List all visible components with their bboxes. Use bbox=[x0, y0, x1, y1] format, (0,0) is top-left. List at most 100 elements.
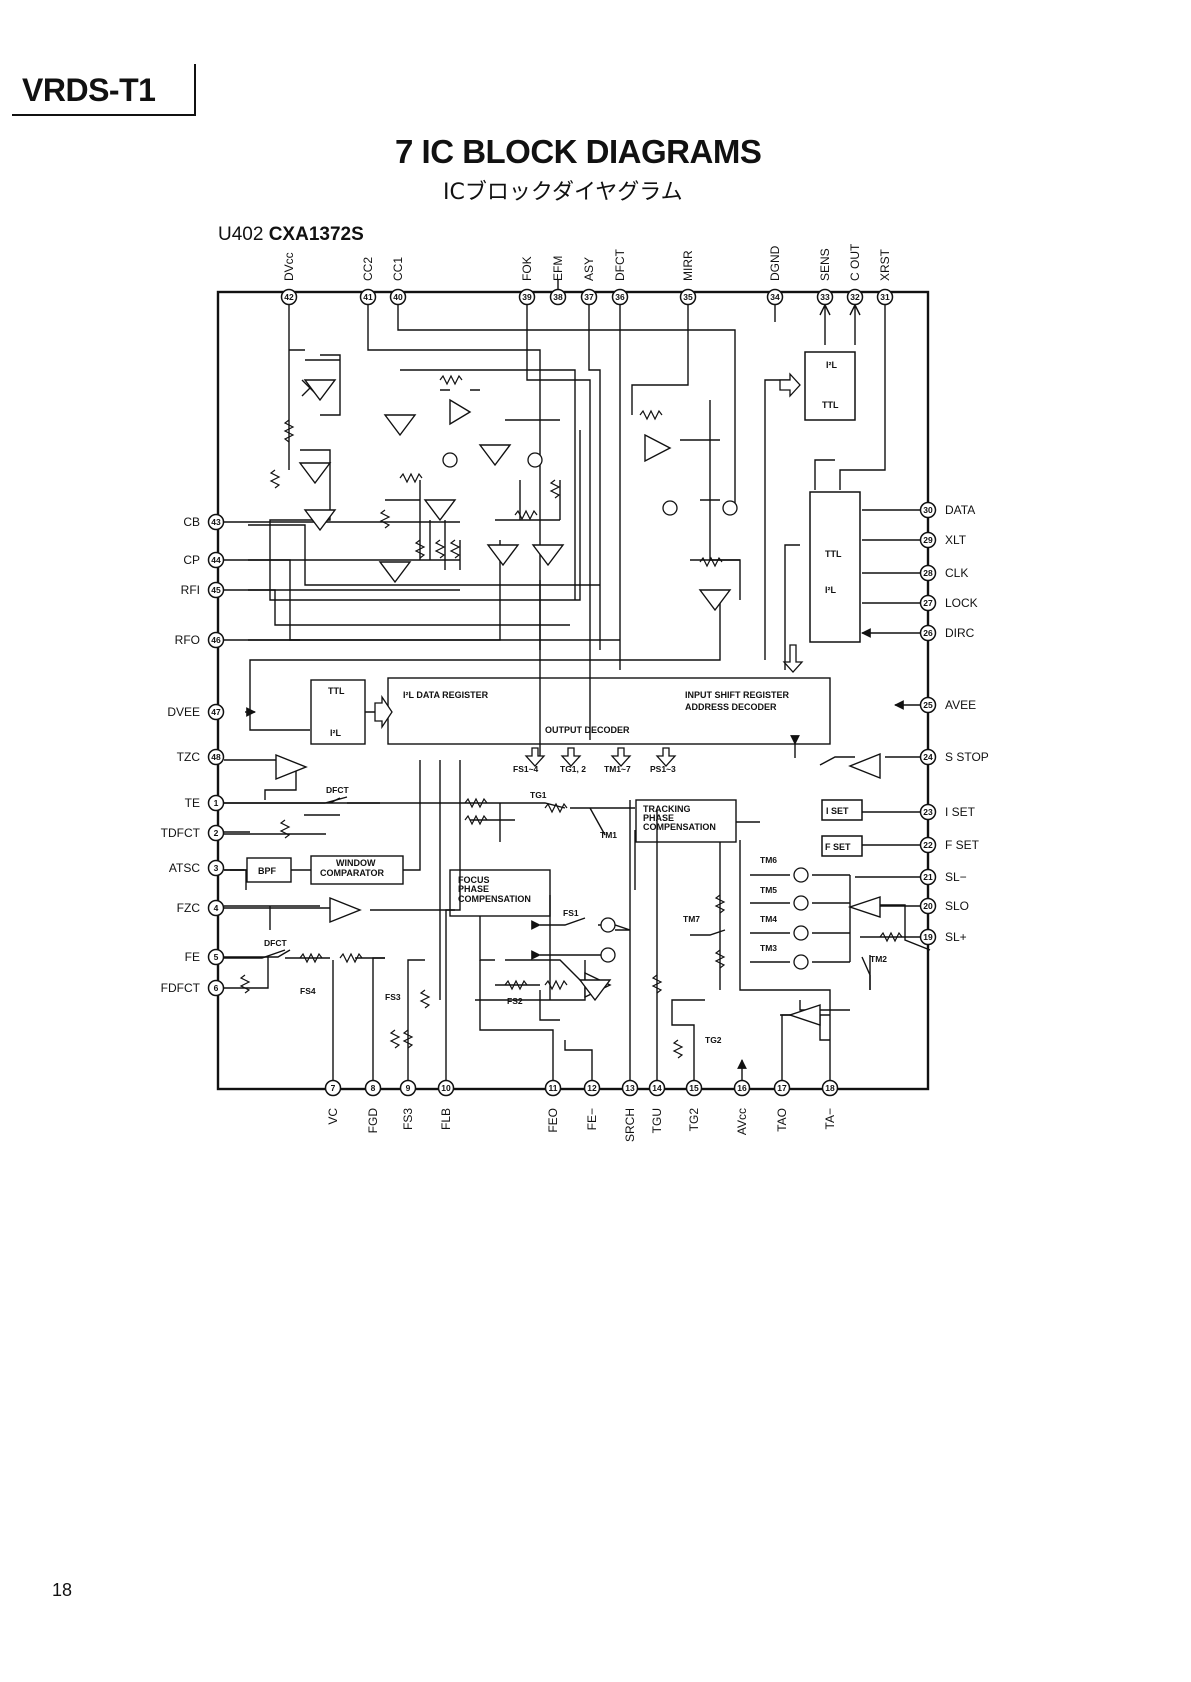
pin-number: 28 bbox=[923, 568, 933, 578]
window-comp-line1: WINDOW bbox=[336, 858, 376, 868]
pin-circle bbox=[280, 288, 298, 306]
ic-ref: U402 bbox=[218, 224, 264, 245]
pin-number: 17 bbox=[777, 1083, 787, 1093]
pin-number: 19 bbox=[923, 932, 933, 942]
pin-number: 13 bbox=[625, 1083, 635, 1093]
pin-circle bbox=[544, 1079, 562, 1097]
pin-circle bbox=[549, 288, 567, 306]
pin-label: TAO bbox=[775, 1108, 789, 1132]
pin-number: 5 bbox=[214, 952, 219, 962]
op-amps bbox=[275, 379, 881, 1026]
pin-number: 39 bbox=[522, 292, 532, 302]
pin-number: 47 bbox=[211, 707, 221, 717]
page-title: 7 IC BLOCK DIAGRAMS bbox=[395, 133, 762, 170]
bus-arrows bbox=[374, 372, 804, 767]
tracking-comp-line1: TRACKING bbox=[643, 804, 691, 814]
pin-number: 42 bbox=[284, 292, 294, 302]
ttl-right-line2: I²L bbox=[825, 585, 836, 595]
pin-circle bbox=[364, 1079, 382, 1097]
pin-circle bbox=[399, 1079, 417, 1097]
switch-tg2: TG2 bbox=[705, 1035, 722, 1045]
switch-tm7: TM7 bbox=[683, 914, 700, 924]
pin-number: 35 bbox=[683, 292, 693, 302]
ic-label: U402 CXA1372S bbox=[218, 224, 364, 246]
pin-number: 24 bbox=[923, 752, 933, 762]
pin-circle bbox=[919, 594, 937, 612]
pin-number: 11 bbox=[549, 1083, 558, 1093]
switch-fs3: FS3 bbox=[385, 992, 401, 1002]
pin-circle bbox=[207, 824, 225, 842]
pin-label: S STOP bbox=[945, 750, 989, 764]
pin-circle bbox=[518, 288, 536, 306]
pin-label: VC bbox=[326, 1108, 340, 1125]
pin-number: 36 bbox=[615, 292, 625, 302]
chip-outline bbox=[216, 290, 930, 1091]
pin-label: FS3 bbox=[401, 1108, 415, 1130]
switch-tm5: TM5 bbox=[760, 885, 777, 895]
pin-circle bbox=[324, 1079, 342, 1097]
decoder-output-fs: FS1~4 bbox=[513, 764, 539, 774]
ttl-top-box bbox=[804, 351, 856, 421]
pin-label: SL− bbox=[945, 870, 967, 884]
pin-circle bbox=[359, 288, 377, 306]
pin-label: DVcc bbox=[282, 252, 296, 281]
pin-label: FOK bbox=[520, 256, 534, 281]
pin-number: 38 bbox=[553, 292, 563, 302]
pins-left: 43CB44CP45RFI46RFO47DVEE48TZC1TE2TDFCT3A… bbox=[161, 513, 225, 997]
pin-number: 37 bbox=[584, 292, 594, 302]
pin-label: RFI bbox=[181, 583, 200, 597]
pin-circle bbox=[207, 748, 225, 766]
switch-labels: DFCT DFCT TG1 TM1 TM2 TM3 TM4 TM5 TM6 TM… bbox=[264, 785, 887, 1045]
pin-circle bbox=[207, 631, 225, 649]
shift-register-label: INPUT SHIFT REGISTER bbox=[685, 690, 790, 700]
fset-label: F SET bbox=[825, 842, 851, 852]
pin-number: 41 bbox=[363, 292, 373, 302]
pin-label: DATA bbox=[945, 503, 975, 517]
pin-circle bbox=[919, 868, 937, 886]
pin-circle bbox=[766, 288, 784, 306]
page-subtitle: ICブロックダイヤグラム bbox=[443, 180, 683, 205]
pin-label: CP bbox=[183, 553, 200, 567]
pin-label: FE bbox=[185, 950, 200, 964]
pin-label: CC2 bbox=[361, 257, 375, 281]
pin-circle bbox=[919, 897, 937, 915]
decoder-output-tg: TG1, 2 bbox=[560, 764, 586, 774]
tracking-comp-line2: PHASE bbox=[643, 813, 674, 823]
pin-circle bbox=[919, 564, 937, 582]
pin-label: TGU bbox=[650, 1108, 664, 1133]
pin-number: 32 bbox=[850, 292, 860, 302]
pin-label: TZC bbox=[177, 750, 201, 764]
pin-label: FDFCT bbox=[161, 981, 201, 995]
pin-label: DVEE bbox=[167, 705, 200, 719]
pin-number: 40 bbox=[393, 292, 403, 302]
pins-top: 42DVcc41CC240CC139FOK38EFM37ASY36DFCT35M… bbox=[280, 243, 894, 306]
pin-label: AVEE bbox=[945, 698, 976, 712]
model-frame bbox=[12, 64, 196, 116]
pin-label: SLO bbox=[945, 899, 969, 913]
switch-tm4: TM4 bbox=[760, 914, 777, 924]
pin-label: DFCT bbox=[613, 248, 627, 281]
ttl-right-box bbox=[809, 491, 861, 643]
pin-24: 24 S STOP bbox=[919, 748, 989, 766]
pin-circle bbox=[207, 899, 225, 917]
pin-label: FE− bbox=[585, 1108, 599, 1130]
pin-circle bbox=[207, 859, 225, 877]
pin-label: EFM bbox=[551, 256, 565, 281]
pin-label: ATSC bbox=[169, 861, 200, 875]
pin-38: 38 EFM bbox=[549, 256, 567, 306]
